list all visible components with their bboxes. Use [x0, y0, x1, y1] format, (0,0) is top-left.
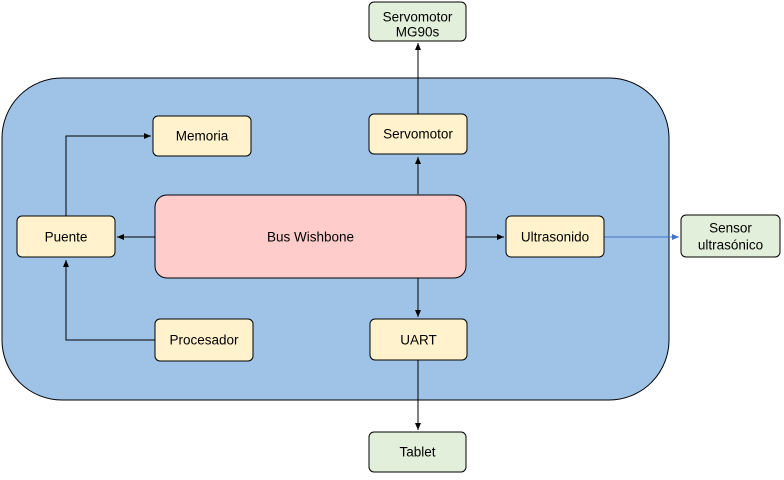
servomotor-mg90s-label-line2: MG90s [396, 25, 440, 40]
node-tablet: Tablet [368, 431, 467, 473]
servomotor-mg90s-label-line1: Servomotor [383, 10, 453, 25]
edge-puente-to-memoria [65, 133, 151, 216]
node-procesador: Procesador [154, 318, 254, 362]
node-ultrasonido: Ultrasonido [505, 215, 605, 258]
memoria-label: Memoria [176, 129, 229, 144]
sensor-ultrasonico-label-line1: Sensor [709, 221, 752, 236]
uart-label: UART [400, 333, 437, 348]
node-uart: UART [369, 318, 468, 361]
edge-procesador-to-puente [63, 260, 155, 341]
sensor-ultrasonico-label-line2: ultrasónico [698, 238, 763, 253]
node-servomotor: Servomotor [368, 113, 468, 155]
tablet-label: Tablet [399, 445, 435, 460]
procesador-label: Procesador [169, 333, 239, 348]
connections [63, 43, 679, 430]
puente-label: Puente [45, 230, 88, 245]
node-servomotor-mg90s: Servomotor MG90s [368, 1, 467, 42]
node-bus-wishbone: Bus Wishbone [154, 194, 467, 279]
ultrasonido-label: Ultrasonido [521, 230, 589, 245]
node-puente: Puente [16, 215, 116, 258]
node-sensor-ultrasonico: Sensor ultrasónico [680, 214, 781, 258]
node-memoria: Memoria [152, 115, 252, 157]
servomotor-label: Servomotor [383, 127, 453, 142]
bus-wishbone-label: Bus Wishbone [267, 230, 354, 245]
